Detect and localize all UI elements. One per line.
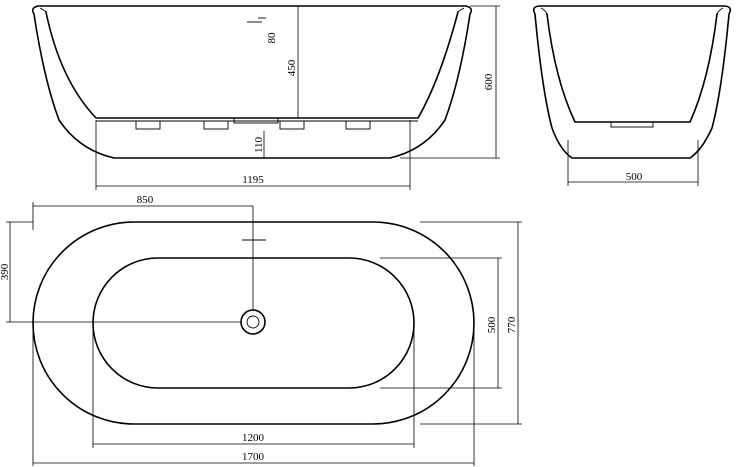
base-height-label: 110 [253,136,265,153]
end-view-drain [610,121,654,128]
end-view-inner-basin [546,13,718,123]
overflow-symbol [247,17,266,23]
side-length-label: 1195 [242,174,264,186]
end-view-rim-left [540,7,548,15]
inner-width-label: 500 [486,316,498,333]
drain-outer-ring [240,309,266,335]
foot [279,120,305,130]
side-view-feet [135,117,371,130]
drain-lateral-label: 390 [0,263,11,280]
drain-inner-ring [246,315,260,329]
side-view-rim-left [39,7,47,13]
end-view: 500 [532,5,732,186]
outer-length-label: 1700 [242,451,265,463]
overflow-height-label: 80 [266,32,278,44]
side-view-inner-basin [45,11,459,119]
overflow-marker [242,206,266,310]
foot [203,120,229,130]
foot [135,120,161,130]
drain-pipe [233,117,279,124]
inner-length-label: 1200 [242,432,265,444]
top-view-outer-rim [32,221,475,425]
side-view: 80 450 110 1195 600 [31,5,500,190]
outer-width-label: 770 [506,316,518,333]
total-height-label: 600 [483,73,495,90]
end-view-outer-shell [532,5,732,159]
top-view-inner-basin [92,257,415,389]
end-width-label: 500 [626,171,643,183]
drain-offset-label: 850 [137,194,154,206]
depth-label: 450 [286,59,298,76]
foot [345,120,371,130]
side-view-outer-shell [31,5,473,159]
top-view: 850 390 1200 1700 500 770 [0,194,522,466]
drain [240,309,266,335]
end-view-rim-right [716,7,724,15]
side-view-rim-right [457,7,465,13]
